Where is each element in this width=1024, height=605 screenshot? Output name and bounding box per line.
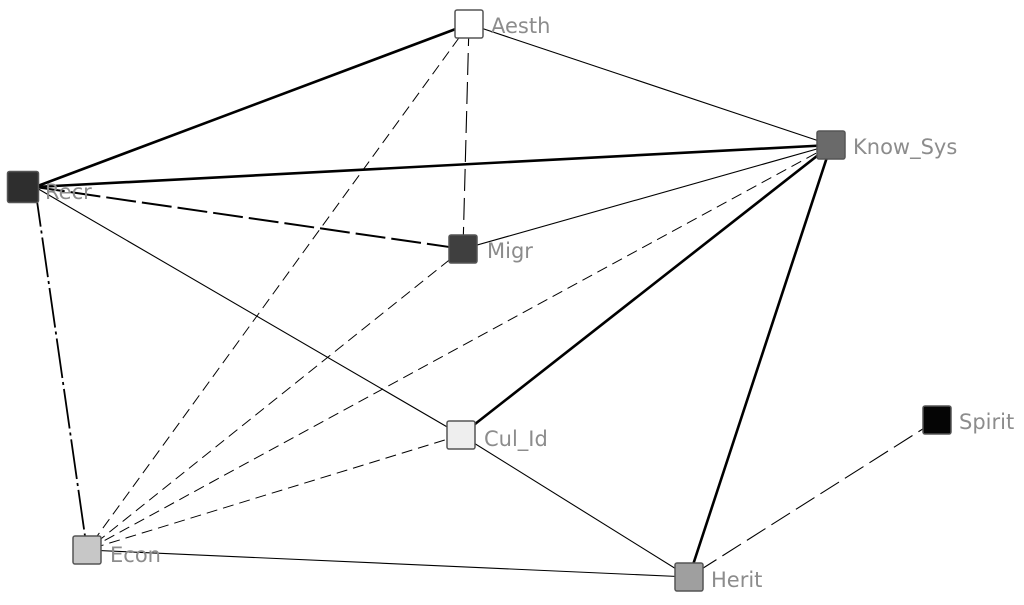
node-box-herit[interactable] <box>674 562 704 592</box>
edge-spirit-herit <box>688 419 938 578</box>
node-box-econ[interactable] <box>72 535 102 565</box>
node-cul-id[interactable]: Cul_Id <box>446 420 548 452</box>
node-recr[interactable]: Recr <box>6 170 93 205</box>
node-box-migr[interactable] <box>448 234 478 264</box>
node-box-recr[interactable] <box>6 170 40 204</box>
node-box-cul-id[interactable] <box>446 420 476 450</box>
edge-recr-cul-id <box>34 186 462 436</box>
node-know-sys[interactable]: Know_Sys <box>816 130 957 160</box>
edge-recr-know-sys <box>34 143 832 189</box>
node-label-recr: Recr <box>45 180 92 204</box>
edge-aesth-migr <box>462 23 470 250</box>
edge-aesth-econ <box>86 23 470 551</box>
edge-know-sys-econ <box>86 144 832 551</box>
node-label-aesth: Aesth <box>491 14 550 38</box>
node-label-cul-id: Cul_Id <box>484 427 548 452</box>
node-label-spirit: Spirit <box>959 410 1014 434</box>
node-herit[interactable]: Herit <box>674 562 762 592</box>
edge-aesth-recr <box>34 22 470 189</box>
node-box-spirit[interactable] <box>922 405 952 435</box>
edges-layer <box>34 22 938 578</box>
node-label-know-sys: Know_Sys <box>853 135 957 160</box>
node-label-herit: Herit <box>711 568 762 592</box>
edge-know-sys-migr <box>462 144 832 250</box>
edge-cul-id-herit <box>460 434 690 578</box>
node-spirit[interactable]: Spirit <box>922 405 1014 435</box>
edge-recr-migr <box>34 186 464 250</box>
edge-know-sys-cul-id <box>460 143 832 437</box>
edge-know-sys-herit <box>687 144 833 578</box>
edge-cul-id-econ <box>86 434 462 551</box>
node-box-know-sys[interactable] <box>816 130 846 160</box>
node-econ[interactable]: Econ <box>72 535 161 567</box>
node-label-migr: Migr <box>487 239 533 263</box>
edge-recr-econ <box>34 186 88 551</box>
node-aesth[interactable]: Aesth <box>454 9 550 39</box>
edge-migr-econ <box>86 248 464 551</box>
edge-econ-herit <box>86 549 690 578</box>
node-box-aesth[interactable] <box>454 9 484 39</box>
node-label-econ: Econ <box>110 543 161 567</box>
node-migr[interactable]: Migr <box>448 234 533 264</box>
edge-aesth-know-sys <box>468 23 832 146</box>
